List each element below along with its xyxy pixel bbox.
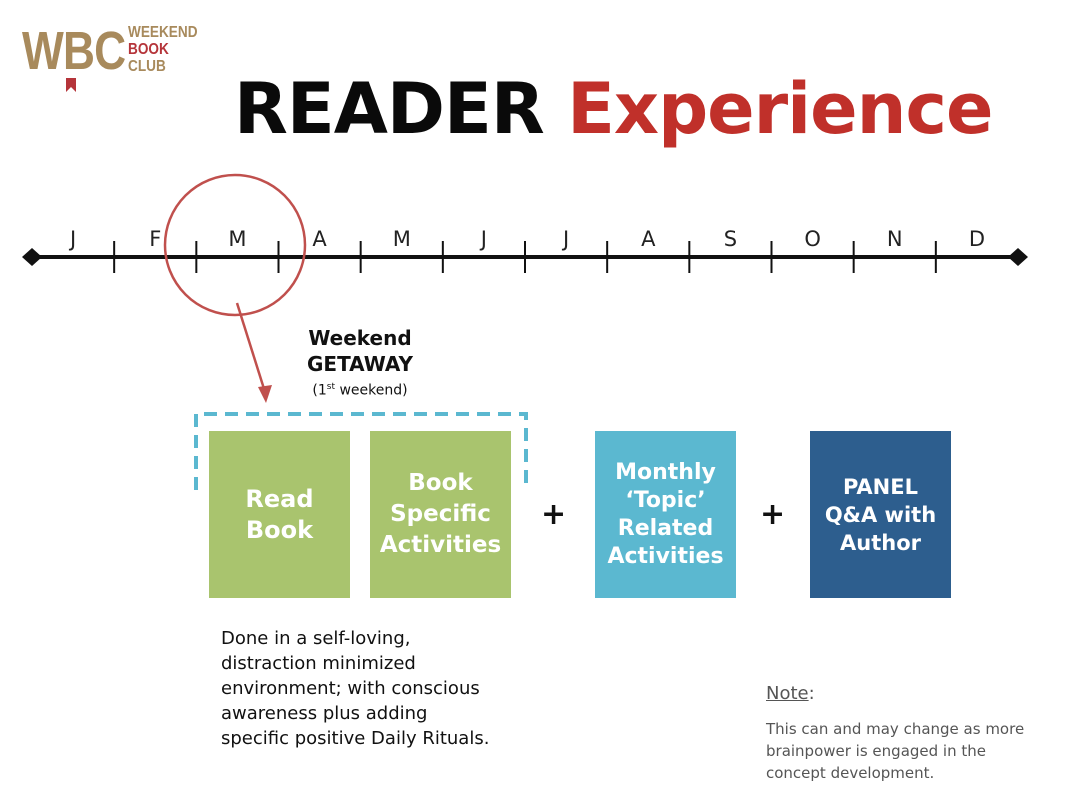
timeline-month-label: J — [69, 227, 77, 251]
panel-qa-author-box: PANEL Q&A with Author — [810, 431, 951, 598]
slide-title: READER Experience — [234, 64, 993, 154]
reading-description: Done in a self-loving, distraction minim… — [221, 628, 490, 749]
note-text: This can and may change as more brainpow… — [766, 720, 1025, 782]
logo-wordmark: WEEKEND BOOK CLUB — [128, 24, 210, 75]
title-reader: READER — [234, 68, 545, 150]
title-experience: Experience — [567, 68, 993, 150]
note-label: Note: — [766, 683, 815, 704]
timeline-month-label: A — [641, 227, 656, 251]
plus-sign: + — [760, 497, 786, 532]
getaway-line-getaway: GETAWAY — [307, 352, 413, 376]
plus-sign: + — [541, 497, 567, 532]
timeline-month-label: M — [228, 227, 247, 251]
logo-word-club: CLUB — [128, 58, 166, 75]
timeline-month-label: O — [804, 227, 821, 251]
getaway-line-weekend: Weekend — [308, 326, 412, 350]
timeline-month-label: M — [392, 227, 411, 251]
bookmark-ribbon-icon — [66, 78, 76, 92]
logo-word-book: BOOK — [128, 41, 169, 58]
timeline-month-label: S — [723, 227, 738, 251]
getaway-label: Weekend GETAWAY (1st weekend) — [270, 325, 450, 401]
monthly-topic-activities-box: Monthly ‘Topic’ Related Activities — [595, 431, 736, 598]
timeline-month-label: N — [886, 227, 903, 251]
timeline-end-diamond — [1008, 248, 1028, 266]
book-specific-activities-box: Book Specific Activities — [370, 431, 511, 598]
timeline-month-label: J — [562, 227, 570, 251]
getaway-line-first-weekend: (1st weekend) — [312, 382, 408, 399]
timeline-month-label: A — [312, 227, 327, 251]
timeline-start-diamond — [22, 248, 42, 266]
timeline-month-label: D — [968, 227, 985, 251]
timeline-month-label: F — [149, 227, 162, 251]
logo-initials: WBC — [22, 21, 126, 81]
read-book-box: Read Book — [209, 431, 350, 598]
logo-word-weekend: WEEKEND — [128, 24, 198, 41]
logo: WBC WEEKEND BOOK CLUB — [22, 22, 212, 92]
highlight-arrow — [235, 302, 267, 393]
timeline-month-label: J — [480, 227, 487, 251]
